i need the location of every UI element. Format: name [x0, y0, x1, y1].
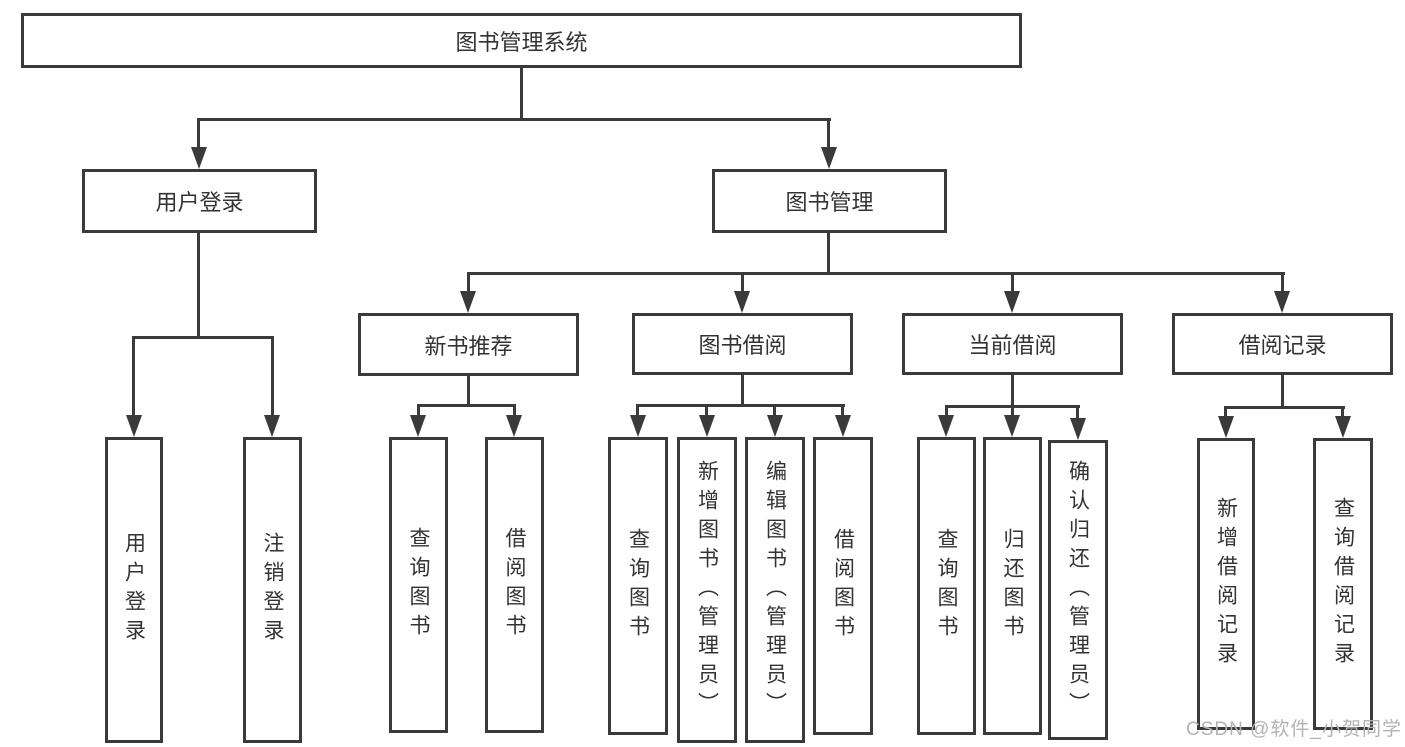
connector-line — [1341, 406, 1344, 418]
node-borrow-records: 借阅记录 — [1172, 313, 1393, 375]
arrow-down-icon — [1274, 291, 1290, 313]
node-borrow-book: 借阅图书 — [813, 437, 873, 735]
connector-line — [197, 118, 831, 121]
node-return-book: 归还图书 — [983, 437, 1042, 735]
connector-line — [417, 404, 420, 417]
connector-line — [1011, 405, 1014, 417]
node-new-book-recommend: 新书推荐 — [358, 313, 579, 376]
connector-line — [1281, 375, 1284, 409]
node-query-books: 查询图书 — [608, 437, 668, 735]
node-confirm-return-admin: 确认归还（管理员） — [1048, 440, 1108, 740]
connector-line — [1224, 406, 1227, 418]
connector-line — [132, 336, 274, 339]
connector-line — [132, 336, 135, 417]
connector-line — [1011, 375, 1014, 408]
arrow-down-icon — [630, 415, 646, 437]
arrow-down-icon — [506, 415, 522, 437]
csdn-watermark: CSDN @软件_小贺同学 — [1186, 719, 1402, 740]
node-add-book-admin: 新增图书（管理员） — [677, 437, 737, 743]
node-book-management: 图书管理 — [712, 169, 947, 233]
connector-line — [520, 68, 523, 120]
node-borrow-book: 借阅图书 — [485, 437, 544, 733]
arrow-down-icon — [938, 415, 954, 437]
node-book-borrow: 图书借阅 — [632, 313, 853, 375]
arrow-down-icon — [1070, 418, 1086, 440]
connector-line — [945, 405, 948, 417]
node-logout: 注销登录 — [243, 437, 302, 743]
arrow-down-icon — [734, 291, 750, 313]
connector-line — [467, 272, 470, 293]
arrow-down-icon — [1218, 416, 1234, 438]
arrow-down-icon — [699, 415, 715, 437]
connector-line — [1225, 406, 1345, 409]
connector-line — [513, 404, 516, 417]
connector-line — [741, 375, 744, 407]
node-current-borrow: 当前借阅 — [902, 313, 1123, 375]
connector-line — [1011, 272, 1014, 293]
connector-line — [1281, 272, 1284, 293]
connector-line — [467, 272, 1285, 275]
arrow-down-icon — [1335, 416, 1351, 438]
arrow-down-icon — [191, 147, 207, 169]
connector-line — [1076, 405, 1079, 420]
connector-line — [197, 118, 200, 149]
arrow-down-icon — [1004, 291, 1020, 313]
node-library-system: 图书管理系统 — [21, 13, 1022, 68]
arrow-down-icon — [767, 415, 783, 437]
arrow-down-icon — [835, 415, 851, 437]
connector-line — [827, 118, 830, 149]
node-user-login: 用户登录 — [82, 169, 317, 233]
arrow-down-icon — [460, 291, 476, 313]
arrow-down-icon — [264, 415, 280, 437]
connector-line — [636, 404, 845, 407]
connector-line — [841, 404, 844, 417]
connector-line — [636, 404, 639, 417]
connector-line — [705, 404, 708, 417]
node-query-books: 查询图书 — [917, 437, 976, 735]
arrow-down-icon — [1004, 415, 1020, 437]
connector-line — [271, 336, 274, 417]
node-edit-book-admin: 编辑图书（管理员） — [745, 437, 805, 743]
node-user-login-leaf: 用户登录 — [105, 437, 163, 743]
arrow-down-icon — [410, 415, 426, 437]
connector-line — [417, 404, 516, 407]
connector-line — [467, 376, 470, 407]
connector-line — [827, 233, 830, 275]
connector-line — [197, 233, 200, 339]
connector-line — [741, 272, 744, 293]
node-query-borrow-record: 查询借阅记录 — [1313, 438, 1373, 730]
node-add-borrow-record: 新增借阅记录 — [1197, 438, 1255, 730]
arrow-down-icon — [126, 415, 142, 437]
node-query-books: 查询图书 — [389, 437, 448, 733]
connector-line — [773, 404, 776, 417]
arrow-down-icon — [821, 147, 837, 169]
